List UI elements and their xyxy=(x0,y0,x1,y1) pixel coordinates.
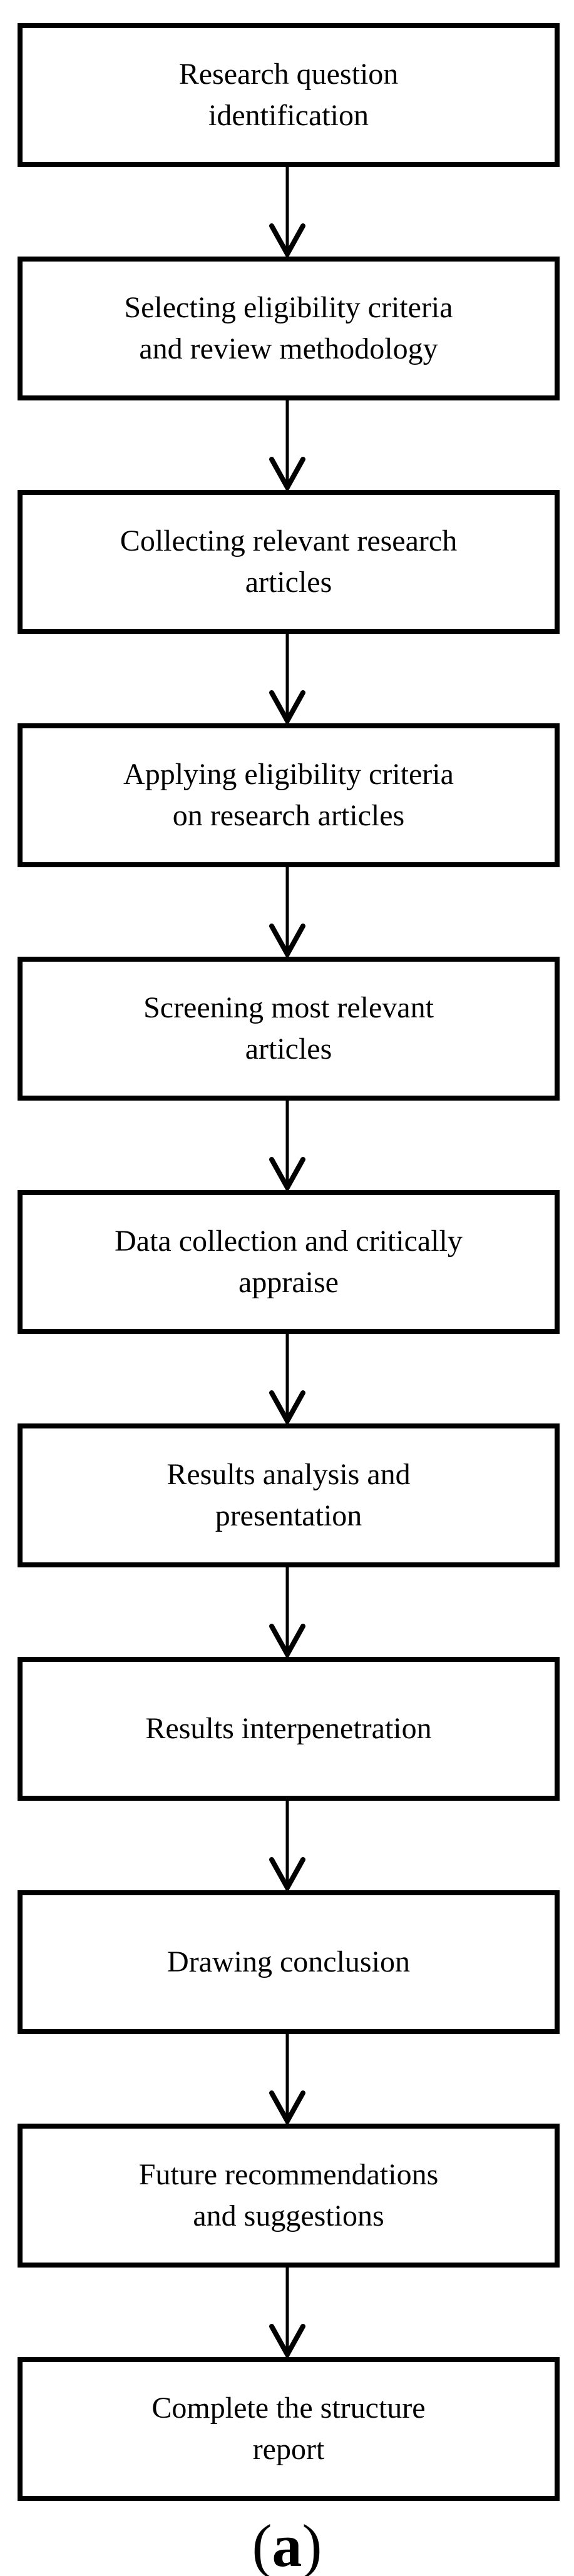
down-arrow-icon xyxy=(269,167,305,257)
down-arrow-icon xyxy=(269,1801,305,1890)
down-arrow-icon xyxy=(269,1567,305,1657)
down-arrow-icon xyxy=(269,867,305,957)
flow-step-label: Research question identification xyxy=(178,58,399,132)
flow-step-box: Research question identification xyxy=(18,23,560,167)
down-arrow-icon xyxy=(269,1101,305,1190)
flow-step: Drawing conclusion xyxy=(0,1890,574,2124)
flow-step-box: Future recommendations and suggestions xyxy=(18,2124,560,2268)
flow-step-label: Results analysis and presentation xyxy=(167,1458,411,1532)
flow-step-box: Applying eligibility criteria on researc… xyxy=(18,723,560,867)
flow-step: Data collection and critically appraise xyxy=(0,1190,574,1423)
flow-step-box: Collecting relevant research articles xyxy=(18,490,560,634)
flow-step-label: Screening most relevant articles xyxy=(143,991,434,1066)
down-arrow-icon xyxy=(269,400,305,490)
flow-step-box: Data collection and critically appraise xyxy=(18,1190,560,1334)
flow-step-box: Results analysis and presentation xyxy=(18,1423,560,1567)
flow-step-box: Results interpenetration xyxy=(18,1657,560,1801)
flow-step-label: Selecting eligibility criteria and revie… xyxy=(124,291,453,365)
caption-close-paren: ) xyxy=(302,2512,322,2576)
flow-step-label: Data collection and critically appraise xyxy=(115,1224,463,1299)
figure-caption: (a) xyxy=(0,2516,574,2576)
flow-step-label: Drawing conclusion xyxy=(167,1945,410,1978)
flow-step-label: Results interpenetration xyxy=(145,1712,432,1745)
flow-step-label: Complete the structure report xyxy=(151,2391,426,2466)
flow-step-box: Screening most relevant articles xyxy=(18,957,560,1101)
flow-step-label: Collecting relevant research articles xyxy=(120,524,458,599)
flow-step-label: Future recommendations and suggestions xyxy=(138,2158,439,2232)
caption-open-paren: ( xyxy=(252,2512,272,2576)
flow-step-box: Drawing conclusion xyxy=(18,1890,560,2034)
flow-step: Collecting relevant research articles xyxy=(0,490,574,723)
flow-step: Selecting eligibility criteria and revie… xyxy=(0,257,574,490)
down-arrow-icon xyxy=(269,1334,305,1423)
flow-step: Results interpenetration xyxy=(0,1657,574,1890)
down-arrow-icon xyxy=(269,634,305,723)
down-arrow-icon xyxy=(269,2034,305,2124)
flow-step: Applying eligibility criteria on researc… xyxy=(0,723,574,957)
flow-step: Results analysis and presentation xyxy=(0,1423,574,1657)
flow-step: Complete the structure report xyxy=(0,2357,574,2501)
flow-step-box: Complete the structure report xyxy=(18,2357,560,2501)
flow-step: Screening most relevant articles xyxy=(0,957,574,1190)
down-arrow-icon xyxy=(269,2268,305,2357)
flow-step-label: Applying eligibility criteria on researc… xyxy=(123,758,454,832)
flow-step-box: Selecting eligibility criteria and revie… xyxy=(18,257,560,400)
caption-letter: a xyxy=(272,2512,302,2576)
flow-step: Research question identification xyxy=(0,23,574,257)
flowchart: Research question identification Selecti… xyxy=(0,23,574,2501)
flow-step: Future recommendations and suggestions xyxy=(0,2124,574,2357)
